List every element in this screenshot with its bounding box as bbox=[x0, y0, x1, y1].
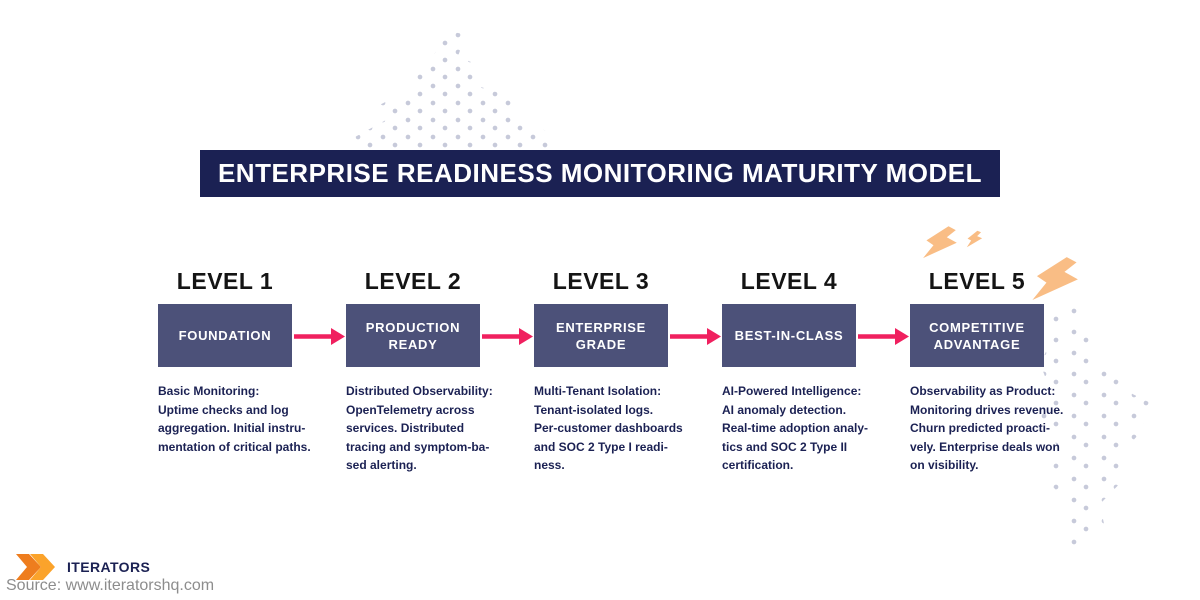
flow-arrow-right-icon bbox=[482, 328, 533, 345]
title-banner: ENTERPRISE READINESS MONITORING MATURITY… bbox=[200, 150, 1000, 197]
level-2-description: Distributed Observability: OpenTelemetry… bbox=[346, 384, 493, 472]
level-2-label: LEVEL 2 bbox=[364, 268, 462, 294]
level-3-description: Multi-Tenant Isolation: Tenant-isolated … bbox=[534, 384, 683, 472]
level-1-box: FOUNDATION bbox=[158, 304, 292, 367]
level-3-box: ENTERPRISE GRADE bbox=[534, 304, 668, 367]
source-attribution: Source: www.iteratorshq.com bbox=[6, 577, 215, 594]
level-5-box: COMPETITIVE ADVANTAGE bbox=[910, 304, 1044, 367]
page-title: ENTERPRISE READINESS MONITORING MATURITY… bbox=[217, 158, 983, 188]
level-5-label: LEVEL 5 bbox=[928, 268, 1026, 294]
flow-arrow-right-icon bbox=[670, 328, 721, 345]
flow-arrow-right-icon bbox=[858, 328, 909, 345]
iterators-double-chevron-icon bbox=[16, 554, 55, 580]
level-3-label: LEVEL 3 bbox=[552, 268, 650, 294]
decorative-dots-top-icon bbox=[352, 30, 548, 151]
brand-logo: ITERATORS bbox=[16, 554, 150, 580]
level-1-label: LEVEL 1 bbox=[176, 268, 274, 294]
level-1-description: Basic Monitoring: Uptime checks and log … bbox=[158, 384, 311, 454]
flow-arrow-right-icon bbox=[294, 328, 345, 345]
level-4-description: AI-Powered Intelligence: AI anomaly dete… bbox=[722, 384, 869, 472]
brand-name: ITERATORS bbox=[67, 559, 151, 575]
level-5-description: Observability as Product: Monitoring dri… bbox=[910, 384, 1064, 472]
level-2-box: PRODUCTION READY bbox=[346, 304, 480, 367]
lightning-bolts-icon bbox=[923, 226, 1078, 301]
level-4-box: BEST-IN-CLASS bbox=[722, 304, 856, 367]
level-4-label: LEVEL 4 bbox=[740, 268, 838, 294]
